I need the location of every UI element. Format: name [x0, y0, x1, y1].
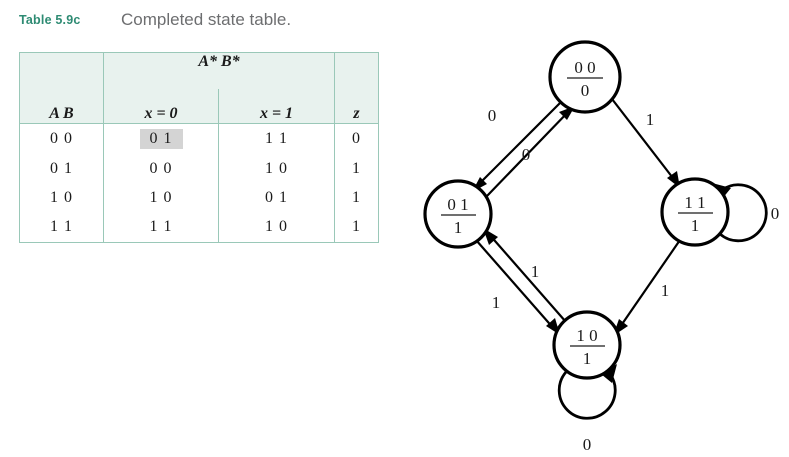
table-caption: Table 5.9c Completed state table.	[19, 10, 389, 38]
table-row: 1 1 1 1 1 0 1	[19, 212, 379, 243]
table-row: 0 1 0 0 1 0 1	[19, 153, 379, 184]
cell-x0-0: 0 1	[103, 123, 219, 154]
cell-z-1: 1	[334, 153, 379, 184]
cell-x1-0-value: 1 1	[265, 130, 288, 148]
header-next-state-group: A* B*	[103, 51, 335, 89]
cell-z-2: 1	[334, 183, 379, 213]
cell-x1-3: 1 0	[218, 212, 335, 243]
edge-label-self-loop-s10: 0	[583, 435, 592, 454]
header-blank-z	[334, 51, 379, 89]
header-x1: x = 1	[218, 88, 335, 125]
state-node-00[interactable]: 0 0 0	[548, 40, 622, 114]
table-header-row-bottom: A B x = 0 x = 1 z	[19, 88, 379, 125]
cell-x0-2-value: 1 0	[149, 188, 173, 206]
state-node-01-output: 1	[454, 218, 463, 237]
edge-label-s00-s11: 1	[646, 110, 655, 129]
cell-ab-1-value: 0 1	[50, 159, 73, 177]
cell-ab-0: 0 0	[19, 123, 104, 154]
cell-z-2-value: 1	[352, 188, 361, 206]
state-node-11[interactable]: 1 1 1	[660, 177, 730, 247]
state-node-00-state: 0 0	[574, 58, 595, 77]
edge-label-self-loop-s11: 0	[771, 204, 780, 223]
self-loop-s10	[557, 364, 617, 420]
cell-ab-3: 1 1	[19, 212, 104, 243]
cell-z-1-value: 1	[352, 159, 361, 177]
edge-s00-to-s01	[472, 102, 561, 192]
cell-x1-2: 0 1	[218, 183, 335, 213]
cell-ab-2: 1 0	[19, 183, 104, 213]
cell-x0-3-value: 1 1	[149, 218, 173, 236]
edge-label-s01-s10: 1	[492, 293, 501, 312]
cell-ab-0-value: 0 0	[50, 130, 73, 148]
cell-ab-3-value: 1 1	[50, 218, 73, 236]
edge-label-s01-s00: 0	[522, 145, 531, 164]
state-node-11-output: 1	[691, 216, 700, 235]
cell-x0-1-value: 0 0	[149, 159, 173, 177]
state-node-11-state: 1 1	[684, 193, 705, 212]
cell-ab-2-value: 1 0	[50, 188, 73, 206]
cell-x0-3: 1 1	[103, 212, 219, 243]
table-row: 0 0 0 1 1 1 0	[19, 123, 379, 154]
cell-x0-0-value: 0 1	[139, 129, 183, 150]
cell-z-0: 0	[334, 123, 379, 154]
edge-s01-to-s10	[475, 239, 560, 335]
cell-z-3: 1	[334, 212, 379, 243]
cell-x1-0: 1 1	[218, 123, 335, 154]
cell-z-3-value: 1	[352, 218, 361, 236]
table-title-label: Completed state table.	[121, 10, 292, 29]
edge-s01-to-s00	[486, 106, 575, 197]
cell-x0-1: 0 0	[103, 153, 219, 184]
cell-x1-1-value: 1 0	[265, 159, 288, 177]
state-table: A* B* A B x = 0 x = 1 z 0 0 0 1 1 1	[19, 51, 379, 243]
header-z: z	[334, 88, 379, 125]
cell-x1-2-value: 0 1	[265, 188, 288, 206]
state-table-grid: A* B* A B x = 0 x = 1 z 0 0 0 1 1 1	[19, 51, 379, 243]
state-node-10-state: 1 0	[576, 326, 597, 345]
table-header-row-top: A* B*	[19, 51, 379, 89]
state-node-10-output: 1	[583, 349, 592, 368]
cell-ab-1: 0 1	[19, 153, 104, 184]
state-node-10[interactable]: 1 0 1	[552, 310, 622, 380]
state-node-01[interactable]: 0 1 1	[423, 179, 493, 249]
table-number-label: Table 5.9c	[19, 13, 81, 27]
header-blank-ab	[19, 51, 104, 89]
state-transition-diagram: 0 0 0 0 1 1 1 1 1 1 0 1 0 0 1 1	[400, 0, 789, 457]
edge-label-s10-s01: 1	[531, 262, 540, 281]
header-ab: A B	[19, 88, 104, 125]
state-node-00-output: 0	[581, 81, 590, 100]
edge-label-s11-s10: 1	[661, 281, 670, 300]
cell-z-0-value: 0	[352, 130, 361, 148]
edge-s11-to-s10	[613, 239, 681, 336]
cell-x1-1: 1 0	[218, 153, 335, 184]
cell-x0-2: 1 0	[103, 183, 219, 213]
edge-label-s00-s01: 0	[488, 106, 497, 125]
table-row: 1 0 1 0 0 1 1	[19, 183, 379, 213]
state-node-01-state: 0 1	[447, 195, 468, 214]
header-x0: x = 0	[103, 88, 219, 125]
cell-x1-3-value: 1 0	[265, 218, 288, 236]
